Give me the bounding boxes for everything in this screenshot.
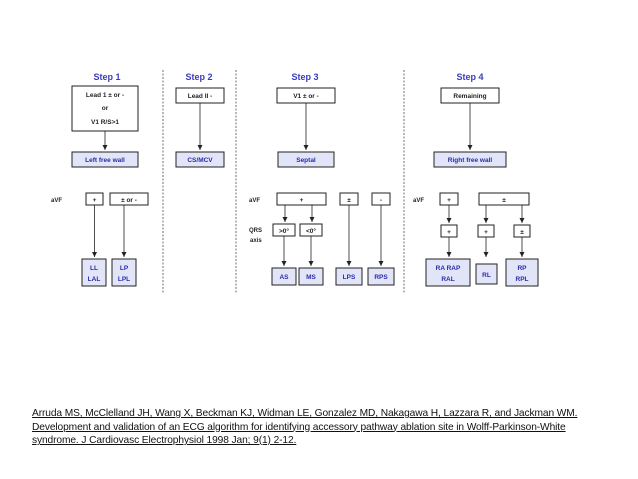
step-3-avf-label: aVF: [249, 198, 260, 204]
result-rp: RP: [517, 265, 527, 272]
result-rps-box: [367, 267, 395, 286]
cs-mcv-label: CS/MCV: [187, 157, 213, 164]
axis-lt: <0°: [306, 227, 316, 235]
step-1-avf-pm: ± or -: [121, 197, 137, 204]
step-4-avf-label: aVF: [413, 198, 424, 204]
step-1-result-ll-box: [81, 258, 107, 287]
step-4-heading: Step 4: [456, 72, 483, 82]
left-free-wall-box: [71, 151, 139, 168]
result-rp-box: [505, 258, 539, 287]
result-lpl: LPL: [118, 276, 130, 283]
step-4-avf-plus: +: [447, 197, 451, 204]
result-lps-box: [335, 267, 363, 286]
step-4-criteria: Remaining: [453, 93, 486, 100]
step-1-avf-plus: +: [93, 197, 97, 204]
septal-box: [277, 151, 335, 168]
step-4-avf-pm: ±: [502, 197, 506, 204]
right-free-wall-label: Right free wall: [448, 157, 493, 164]
qrs-axis-label-line1: QRS: [249, 228, 262, 234]
step-3-criteria: V1 ± or -: [293, 93, 319, 100]
step-4-sub-plus-1: +: [447, 229, 451, 236]
ecg-algorithm-flowchart: Step 1 Step 2 Step 3 Step 4 Lead 1 ± or …: [51, 70, 539, 293]
septal-label: Septal: [296, 157, 316, 164]
result-as: AS: [279, 274, 289, 281]
step-1-criteria-line1: Lead 1 ± or -: [86, 92, 124, 99]
citation-text[interactable]: Arruda MS, McClelland JH, Wang X, Beckma…: [32, 408, 578, 446]
result-ra-rap: RA RAP: [436, 265, 461, 272]
step-1-criteria-line3: V1 R/S>1: [91, 119, 119, 126]
left-free-wall-label: Left free wall: [85, 157, 125, 164]
result-rl-box: [475, 263, 498, 285]
step-4-sub-pm: ±: [520, 229, 524, 236]
step-1-criteria-line2: or: [102, 105, 109, 112]
result-ll: LL: [90, 265, 98, 272]
step-1-avf-label: aVF: [51, 198, 62, 204]
result-rpl: RPL: [516, 276, 529, 283]
axis-gt: >0°: [279, 227, 289, 235]
step-2-criteria: Lead II -: [188, 93, 213, 100]
step-4-avf-pm-box: [478, 192, 530, 206]
result-ms: MS: [306, 274, 316, 281]
result-ra-box: [425, 258, 471, 287]
result-ms-box: [298, 267, 324, 286]
result-lal: LAL: [88, 276, 101, 283]
cs-mcv-box: [175, 151, 225, 168]
result-rl: RL: [482, 272, 491, 279]
step-1-avf-pm-box: [109, 192, 149, 206]
result-lps: LPS: [343, 274, 356, 281]
step-3-avf-plus-box: [276, 192, 327, 206]
step-2-heading: Step 2: [185, 72, 212, 82]
step-3-avf-plus: +: [300, 197, 304, 204]
result-ral: RAL: [441, 276, 454, 283]
step-1-result-lp-box: [111, 258, 137, 287]
right-free-wall-box: [433, 151, 507, 168]
step-3-heading: Step 3: [291, 72, 318, 82]
result-as-box: [271, 267, 297, 286]
step-3-avf-minus: -: [380, 197, 382, 204]
step-1-heading: Step 1: [93, 72, 120, 82]
step-3-avf-pm: ±: [347, 197, 351, 204]
step-4-sub-plus-2: +: [484, 229, 488, 236]
result-lp: LP: [120, 265, 129, 272]
qrs-axis-label-line2: axis: [250, 238, 262, 244]
result-rps: RPS: [374, 274, 388, 281]
